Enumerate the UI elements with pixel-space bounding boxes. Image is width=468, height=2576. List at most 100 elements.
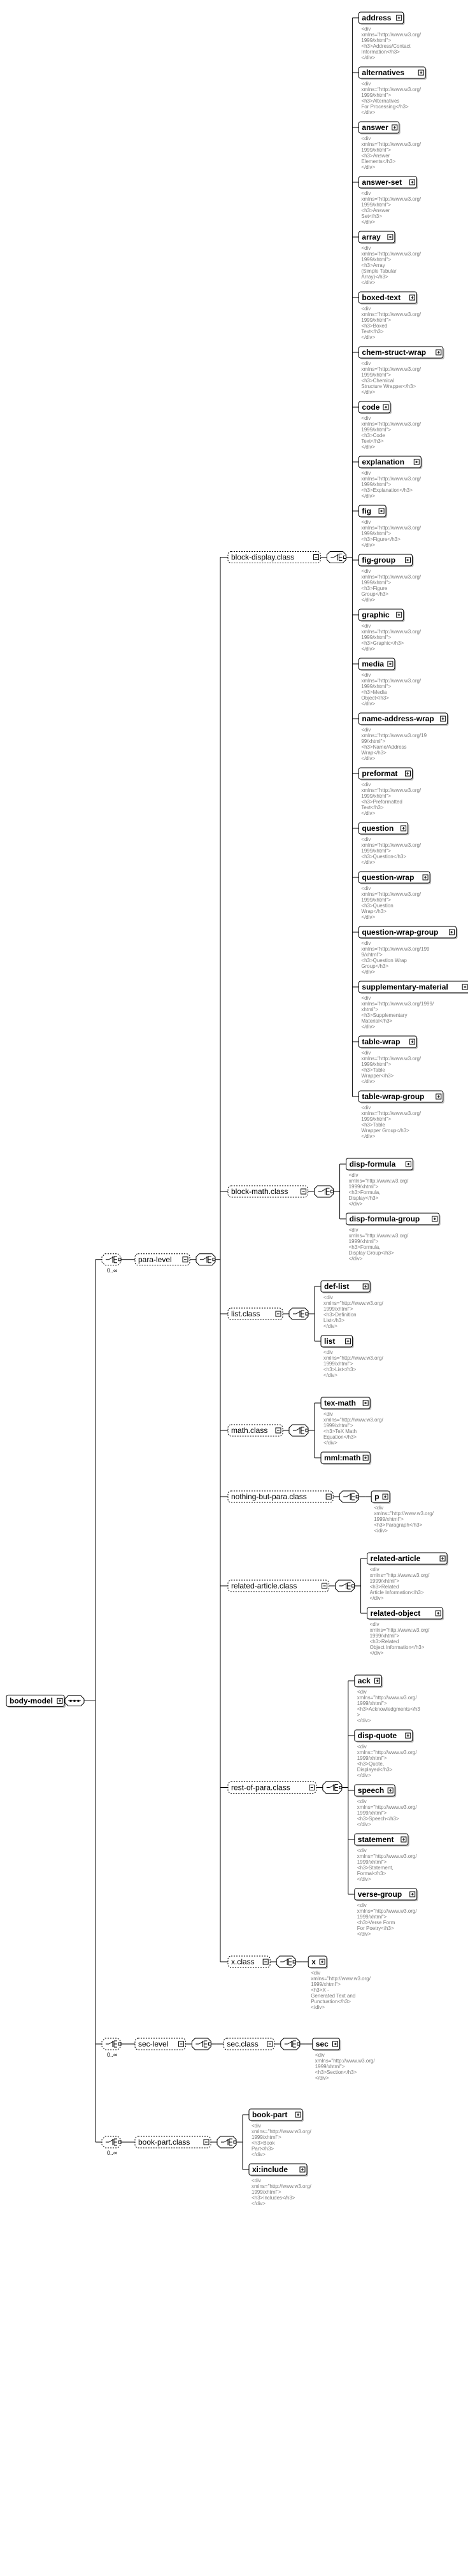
choice-compositor-icon[interactable] [288, 1307, 309, 1320]
element-book-part[interactable]: book-part [248, 2108, 304, 2122]
element-code[interactable]: code [358, 401, 392, 414]
documentation-line: <div [361, 837, 371, 842]
element-fig-group[interactable]: fig-group [358, 554, 414, 567]
documentation-line: Article Information</h3> [370, 1590, 424, 1595]
group-sec-level[interactable]: sec-level [134, 2038, 186, 2050]
class-block-math-class[interactable]: block-math.class [227, 1185, 309, 1198]
choice-compositor-icon[interactable] [288, 1424, 309, 1437]
documentation-line: <div [361, 519, 371, 525]
choice-compositor-icon[interactable] [322, 1781, 343, 1794]
element-tex-math[interactable]: tex-math [320, 1397, 372, 1410]
element-fig[interactable]: fig [358, 505, 388, 518]
group-box [227, 1490, 334, 1503]
documentation-line: <div [361, 470, 371, 476]
element-speech[interactable]: speech [354, 1784, 397, 1797]
class-x-class[interactable]: x.class [227, 1955, 271, 1968]
documentation-line: For Poetry</h3> [357, 1925, 394, 1931]
element-graphic[interactable]: graphic [358, 608, 405, 622]
element-related-object[interactable]: related-object [367, 1607, 444, 1620]
element-address[interactable]: address [358, 11, 405, 25]
choice-compositor-icon[interactable] [335, 1579, 355, 1592]
element-sec[interactable]: sec [312, 2038, 341, 2051]
choice-compositor-icon[interactable] [195, 1253, 216, 1266]
element-table-wrap[interactable]: table-wrap [358, 1035, 418, 1049]
element-name: address [362, 13, 391, 22]
choice-compositor-icon[interactable] [280, 2038, 301, 2050]
element-array[interactable]: array [358, 231, 396, 244]
element-ack[interactable]: ack [354, 1674, 383, 1688]
element-disp-formula-group[interactable]: disp-formula-group [346, 1212, 441, 1226]
documentation-line: <h3>Question</h3> [361, 854, 406, 860]
element-supplementary-material[interactable]: supplementary-material [358, 981, 468, 994]
class-sec-class[interactable]: sec.class [223, 2038, 275, 2050]
documentation-line: xmlns="http://www.w3.org/ [361, 525, 422, 531]
documentation-line: xmlns="http://www.w3.org/199 [361, 946, 430, 952]
group-book-part-class[interactable]: book-part.class [134, 2136, 211, 2148]
element-question[interactable]: question [358, 822, 409, 835]
choice-compositor-icon[interactable] [339, 1490, 359, 1503]
element-table-wrap-group[interactable]: table-wrap-group [358, 1090, 444, 1104]
documentation-line: 1999/xhtml"> [311, 1982, 341, 1987]
documentation-line: </div> [361, 1024, 375, 1030]
documentation-line: <h3>Verse Form [357, 1920, 395, 1925]
documentation-line: Set</h3> [361, 213, 382, 219]
class-block-display-class[interactable]: block-display.class [227, 551, 321, 563]
element-answer[interactable]: answer [358, 121, 401, 134]
element-box [358, 926, 457, 939]
element-xi-include[interactable]: xi:include [248, 2163, 308, 2177]
class-related-article-class[interactable]: related-article.class [227, 1579, 330, 1592]
element-name-address-wrap[interactable]: name-address-wrap [358, 712, 449, 726]
element-related-article[interactable]: related-article [367, 1552, 449, 1565]
element-disp-quote[interactable]: disp-quote [354, 1729, 414, 1743]
element-question-wrap[interactable]: question-wrap [358, 871, 432, 884]
group-para-level[interactable]: para-level [134, 1253, 190, 1266]
element-answer-set[interactable]: answer-set [358, 176, 418, 189]
element-chem-struct-wrap[interactable]: chem-struct-wrap [358, 346, 444, 359]
root-element-body-model[interactable]: body-model [6, 1694, 66, 1708]
documentation-line: 1999/xhtml"> [349, 1184, 379, 1190]
element-disp-formula[interactable]: disp-formula [346, 1158, 415, 1171]
element-alternatives[interactable]: alternatives [358, 66, 427, 80]
element-p[interactable]: p [371, 1490, 392, 1504]
choice-compositor-icon[interactable] [276, 1955, 296, 1968]
element-mml-math[interactable]: mml:math [320, 1451, 372, 1465]
element-name: verse-group [358, 1890, 402, 1899]
documentation-line: </div> [349, 1201, 363, 1207]
element-x[interactable]: x [308, 1955, 329, 1969]
element-preformat[interactable]: preformat [358, 767, 414, 781]
element-explanation[interactable]: explanation [358, 456, 423, 469]
documentation-line: 1999/xhtml"> [361, 147, 391, 153]
class-rest-of-para-class[interactable]: rest-of-para.class [227, 1781, 317, 1794]
documentation-line: Wrapper Group</h3> [361, 1128, 409, 1133]
choice-compositor-icon[interactable] [101, 1253, 122, 1266]
choice-compositor-icon[interactable] [314, 1185, 334, 1198]
documentation-line: 1999/xhtml"> [361, 372, 391, 378]
choice-compositor-icon[interactable] [326, 551, 346, 563]
choice-compositor-icon[interactable] [191, 2038, 211, 2050]
group-name: sec-level [138, 2040, 168, 2048]
class-list-class[interactable]: list.class [227, 1307, 283, 1320]
class-nothing-but-para-class[interactable]: nothing-but-para.class [227, 1490, 334, 1503]
element-verse-group[interactable]: verse-group [354, 1888, 418, 1901]
documentation-line: 1999/xhtml"> [361, 1116, 391, 1122]
sequence-compositor-icon[interactable] [64, 1695, 85, 1706]
element-def-list[interactable]: def-list [320, 1280, 372, 1293]
documentation-line: <div [361, 81, 371, 87]
documentation-line: <h3>Alternatives [361, 98, 399, 104]
element-name: fig [362, 507, 371, 515]
documentation-line: <h3>Formula, [349, 1190, 381, 1195]
choice-compositor-icon[interactable] [101, 2136, 122, 2148]
element-media[interactable]: media [358, 658, 396, 671]
element-statement[interactable]: statement [354, 1833, 409, 1846]
choice-compositor-icon[interactable] [216, 2136, 237, 2148]
documentation-line: xmlns="http://www.w3.org/ [252, 2184, 312, 2189]
group-name: sec.class [227, 2040, 258, 2048]
element-question-wrap-group[interactable]: question-wrap-group [358, 926, 458, 939]
documentation-line: <div [252, 2178, 261, 2184]
class-math-class[interactable]: math.class [227, 1424, 283, 1437]
element-name: question [362, 824, 394, 833]
documentation-line: </div> [361, 1133, 375, 1139]
element-list[interactable]: list [320, 1335, 354, 1348]
choice-compositor-icon[interactable] [101, 2038, 122, 2050]
element-boxed-text[interactable]: boxed-text [358, 291, 418, 305]
